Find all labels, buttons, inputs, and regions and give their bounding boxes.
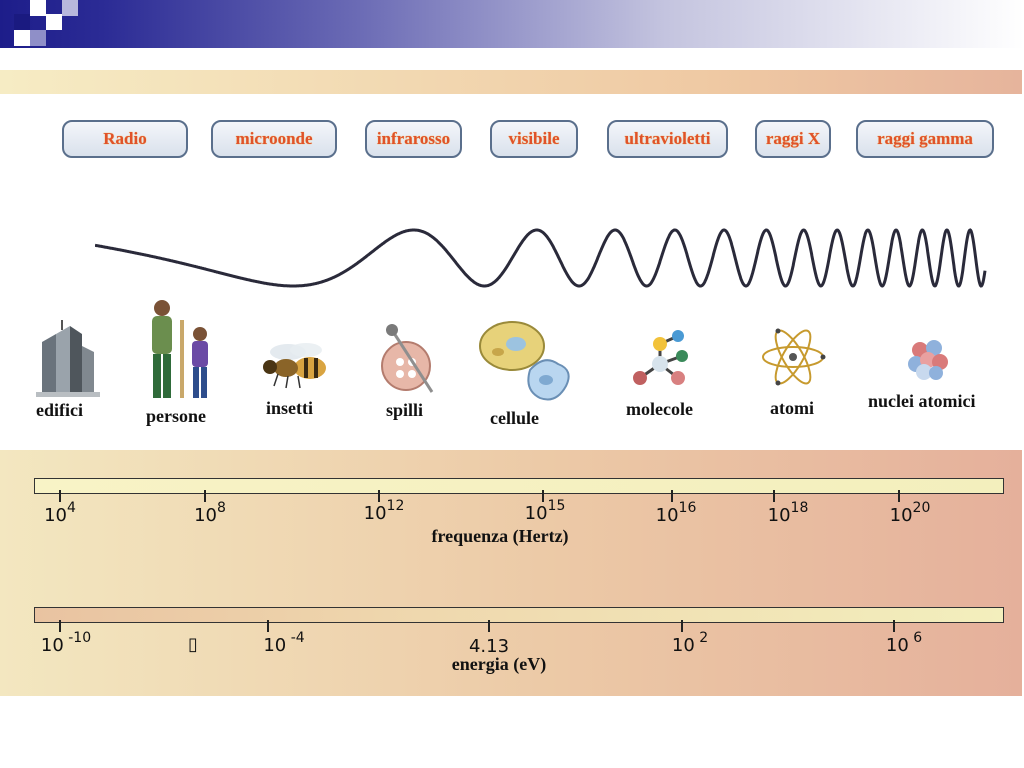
- energy-tick: [681, 620, 683, 632]
- frequency-tick-label: 104: [44, 500, 76, 526]
- frequency-tick-label: 1016: [655, 500, 697, 526]
- frequency-tick-label: 1012: [363, 498, 405, 524]
- header-square: [14, 14, 30, 30]
- frequency-tick: [204, 490, 206, 502]
- frequency-scale-bar: [34, 478, 1004, 494]
- band-raggi-gamma: raggi gamma: [856, 120, 994, 158]
- molecule-icon: [633, 330, 688, 385]
- band-raggi-x: raggi X: [755, 120, 831, 158]
- wave-line: [95, 228, 987, 288]
- label-persone: persone: [146, 406, 206, 426]
- cells-icon: [479, 321, 570, 401]
- frequency-tick: [378, 490, 380, 502]
- frequency-tick: [671, 490, 673, 502]
- frequency-tick-label: 1018: [767, 500, 809, 526]
- label-spilli: spilli: [386, 400, 424, 420]
- header-square: [62, 0, 78, 16]
- label-cellule: cellule: [490, 408, 539, 428]
- people-icon: [152, 300, 208, 398]
- energy-tick-label: 10 -10: [40, 630, 92, 656]
- frequency-tick: [898, 490, 900, 502]
- label-edifici: edifici: [36, 400, 83, 420]
- frequency-axis-title: frequenza (Hertz): [431, 526, 569, 546]
- energy-tick-label: 10 6: [885, 630, 923, 656]
- frequency-tick: [773, 490, 775, 502]
- label-molecole: molecole: [626, 399, 693, 419]
- energy-tick: [267, 620, 269, 632]
- energy-tick-label: 10 -4: [263, 630, 305, 656]
- band-infrarosso: infrarosso: [365, 120, 462, 158]
- frequency-tick: [59, 490, 61, 502]
- band-radio: Radio: [62, 120, 188, 158]
- atom-icon: [762, 328, 826, 386]
- buildings-icon: [36, 320, 100, 397]
- frequency-tick: [542, 490, 544, 502]
- label-nuclei-atomici: nuclei atomici: [868, 391, 976, 411]
- frequency-tick-label: 108: [194, 500, 226, 526]
- band-visibile: visibile: [490, 120, 578, 158]
- energy-tick: [893, 620, 895, 632]
- top-strip: [0, 70, 1022, 94]
- energy-scale-bar: [34, 607, 1004, 623]
- nucleus-icon: [908, 340, 948, 380]
- header-square: [14, 30, 30, 46]
- label-atomi: atomi: [770, 398, 814, 418]
- energy-tick-label: ▯: [188, 634, 198, 655]
- slide-header-bar: [0, 0, 1024, 48]
- label-insetti: insetti: [266, 398, 313, 418]
- band-microonde: microonde: [211, 120, 337, 158]
- energy-tick: [59, 620, 61, 632]
- band-ultravioletti: ultravioletti: [607, 120, 728, 158]
- header-square: [30, 30, 46, 46]
- energy-tick: [488, 620, 490, 632]
- pin-icon: [381, 324, 434, 393]
- energy-tick-label: 10 2: [671, 630, 709, 656]
- spectrum-diagram: Radio microonde infrarosso visibile ultr…: [0, 70, 1022, 696]
- bee-icon: [263, 343, 326, 389]
- frequency-tick-label: 1020: [889, 500, 931, 526]
- frequency-tick-label: 1015: [524, 498, 566, 524]
- energy-tick-label: 4.13: [468, 636, 510, 657]
- header-square: [30, 0, 46, 16]
- energy-axis-title: energia (eV): [451, 654, 547, 674]
- header-square: [46, 14, 62, 30]
